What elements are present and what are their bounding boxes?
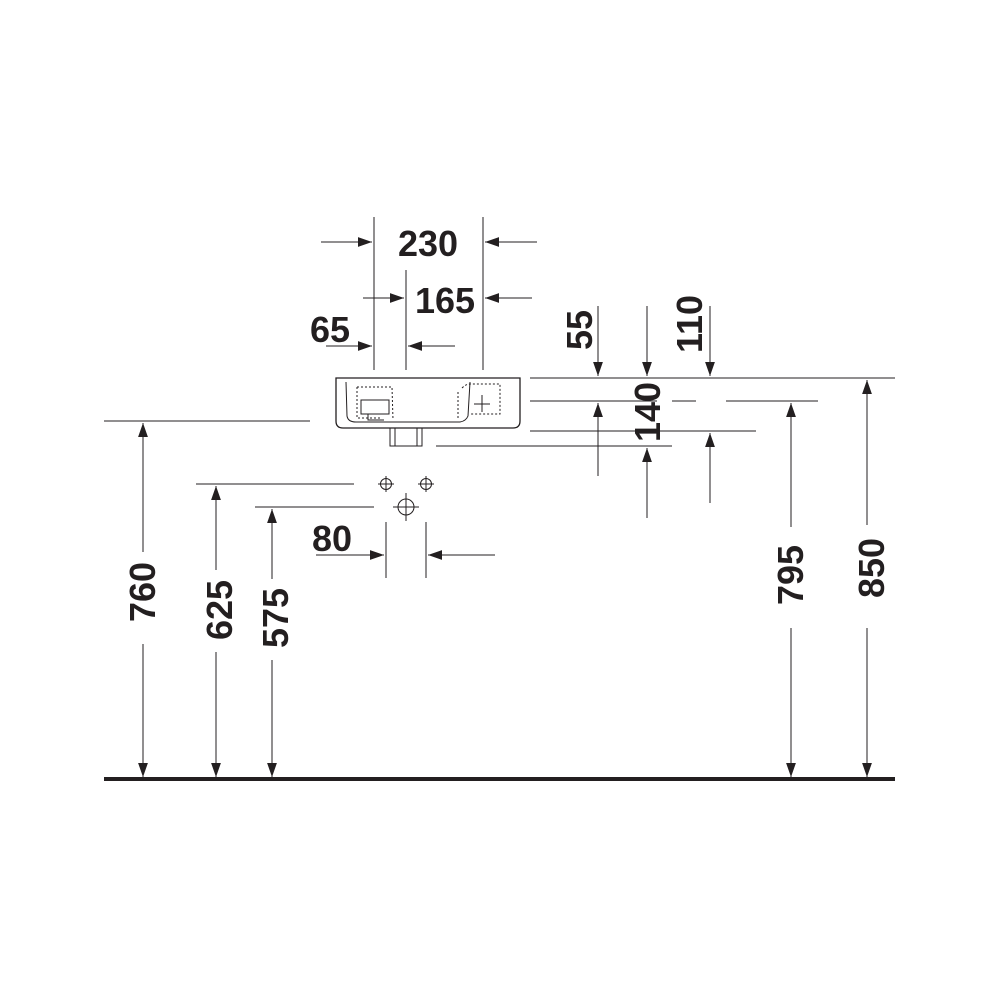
dim-label-850: 850 — [851, 538, 892, 598]
dim-label-575: 575 — [255, 588, 296, 648]
extension-lines — [104, 217, 895, 578]
basin-front-view — [335, 377, 521, 447]
vertical-dimension-arrows — [138, 306, 872, 777]
dim-label-795: 795 — [770, 545, 811, 605]
dimension-labels: 230 165 65 80 55 110 140 760 625 575 795… — [122, 223, 892, 648]
connection-symbols — [378, 476, 434, 521]
horizontal-dimension-arrows — [316, 237, 537, 560]
dim-label-55: 55 — [559, 310, 600, 350]
dim-label-140: 140 — [627, 382, 668, 442]
dim-label-80: 80 — [312, 518, 352, 559]
dim-label-110: 110 — [669, 295, 710, 353]
dim-label-625: 625 — [199, 580, 240, 640]
dim-label-165: 165 — [415, 280, 475, 321]
dim-label-230: 230 — [398, 223, 458, 264]
dim-label-65: 65 — [310, 309, 350, 350]
dim-label-760: 760 — [122, 562, 163, 622]
